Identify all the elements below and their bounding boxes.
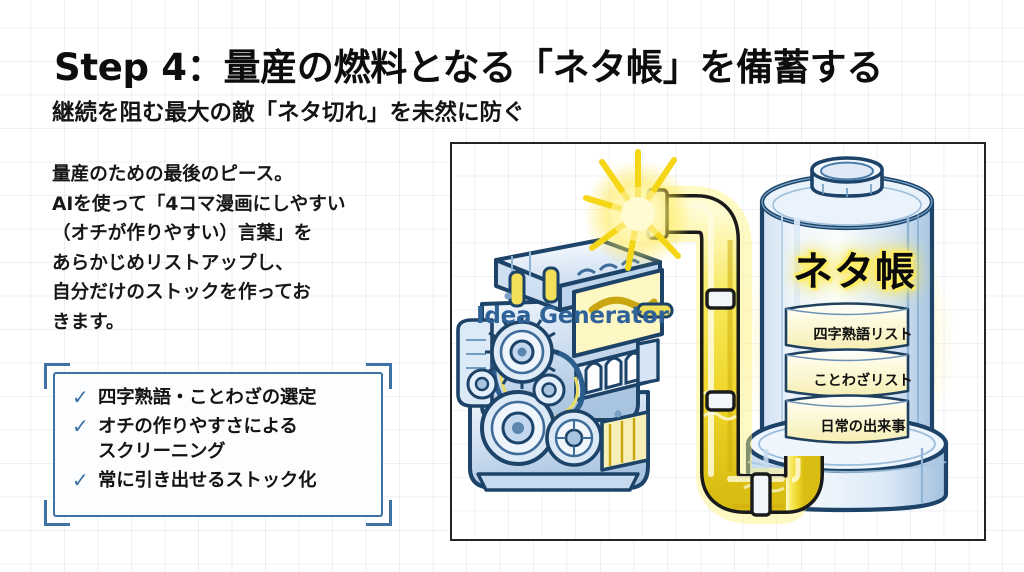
- page-subtitle: 継続を阻む最大の敵「ネタ切れ」を未然に防ぐ: [52, 100, 525, 126]
- tank-label-plates: [784, 302, 910, 444]
- check-icon: ✓: [72, 413, 89, 438]
- check-icon: ✓: [72, 467, 89, 492]
- corner-bracket-bottom-left-icon: [44, 500, 70, 526]
- fuel-pipe-graphic: [630, 186, 824, 524]
- tank-plate-label-1: 四字熟語リスト: [813, 327, 913, 343]
- list-item-label: オチの作りやすさによる スクリーニング: [98, 415, 298, 463]
- tank-title-label: ネタ帳: [793, 249, 916, 295]
- illustration-panel: [450, 142, 986, 541]
- illustration-artwork: [456, 149, 957, 524]
- list-item: ✓ 常に引き出せるストック化: [72, 468, 373, 494]
- list-item: ✓ 四字熟語・ことわざの選定: [72, 385, 373, 411]
- tank-plate-label-2: ことわざリスト: [813, 373, 913, 389]
- checklist-card: ✓ 四字熟語・ことわざの選定 ✓ オチの作りやすさによる スクリーニング ✓ 常…: [44, 363, 392, 526]
- body-paragraph: 量産のための最後のピース。 AIを使って「4コマ漫画にしやすい （オチが作りやす…: [52, 164, 346, 333]
- checklist: ✓ 四字熟語・ことわざの選定 ✓ オチの作りやすさによる スクリーニング ✓ 常…: [72, 385, 373, 496]
- list-item: ✓ オチの作りやすさによる スクリーニング: [72, 414, 373, 465]
- idea-generator-label: Idea Generator: [476, 303, 669, 329]
- tank-plate-label-3: 日常の出来事: [820, 419, 906, 435]
- page-title: Step 4：量産の燃料となる「ネタ帳」を備蓄する: [54, 46, 883, 89]
- list-item-label: 常に引き出せるストック化: [98, 469, 317, 491]
- corner-bracket-bottom-right-icon: [366, 500, 392, 526]
- corner-bracket-top-left-icon: [44, 363, 70, 389]
- spark-burst-icon: [583, 149, 692, 271]
- list-item-label: 四字熟語・ことわざの選定: [98, 387, 317, 408]
- engine-graphic: [456, 238, 674, 492]
- check-icon: ✓: [72, 385, 89, 409]
